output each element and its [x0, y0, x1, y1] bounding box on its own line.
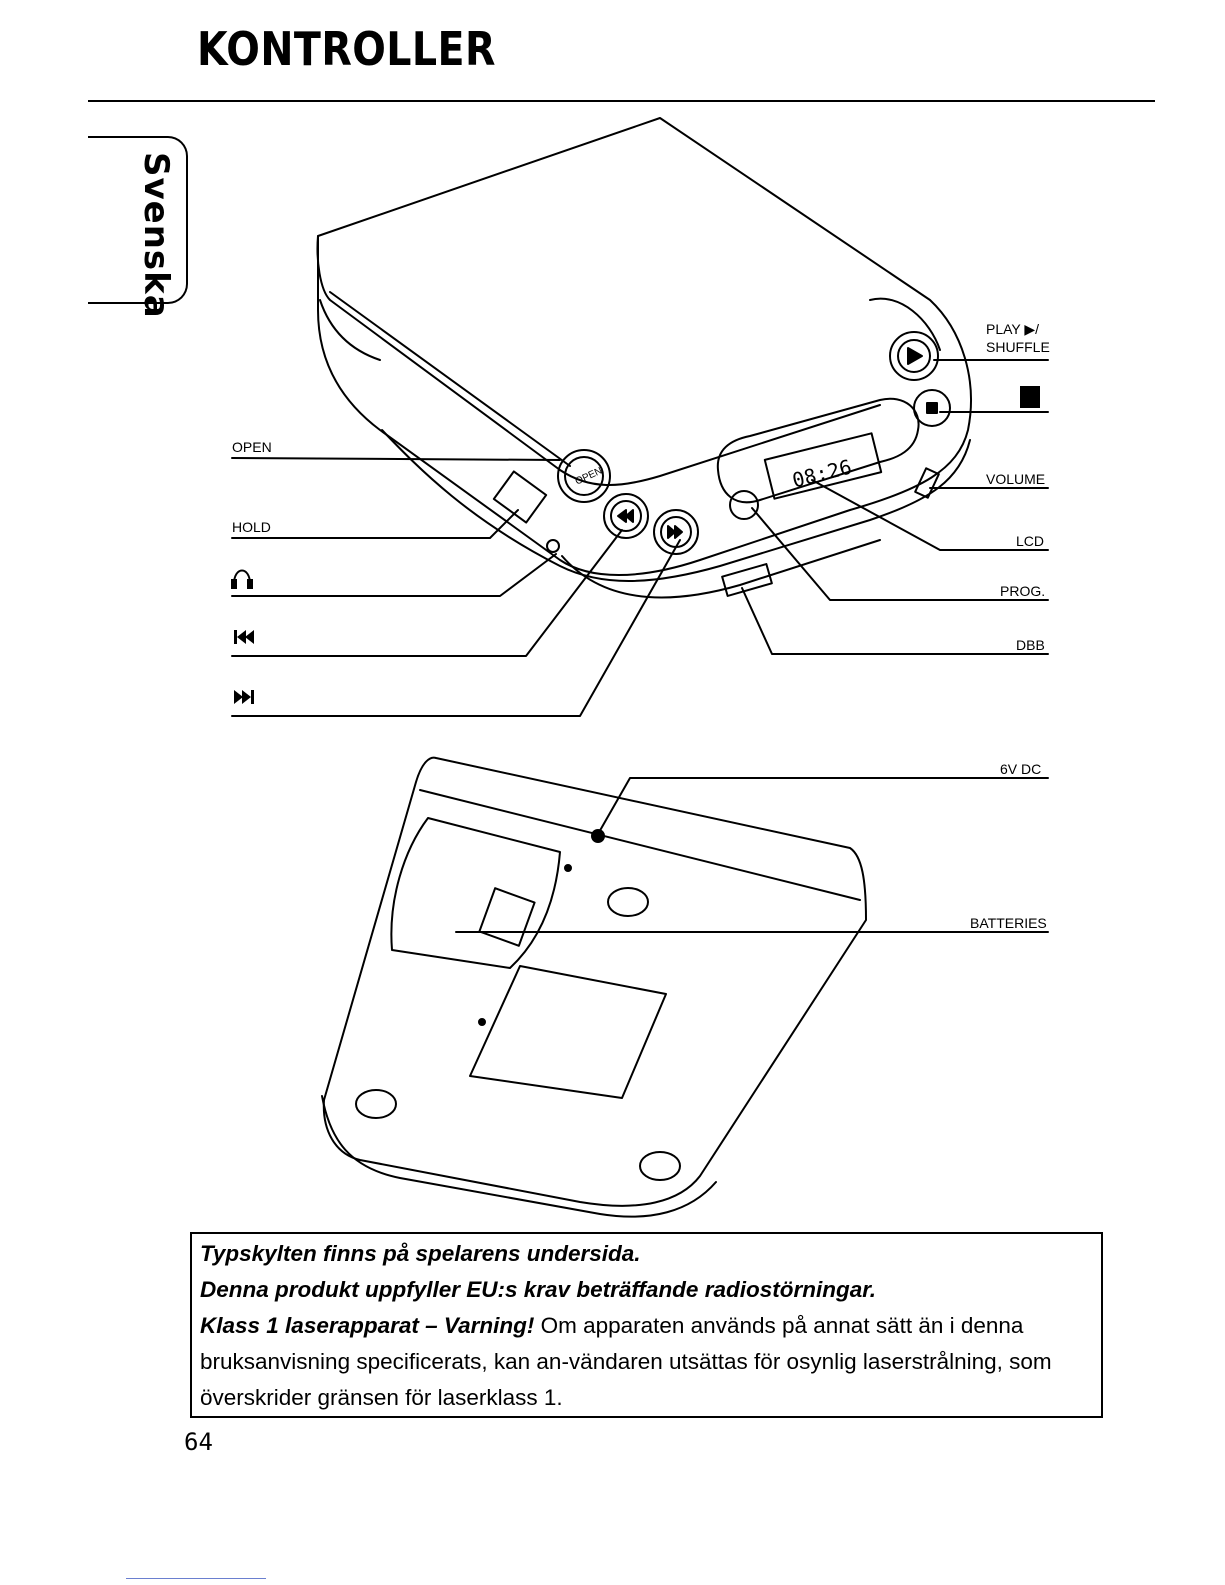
dbb-switch[interactable]: [721, 563, 773, 597]
volume-wheel[interactable]: [914, 467, 940, 499]
label-prog: PROG.: [1000, 583, 1045, 599]
title-rule: [88, 100, 1155, 102]
play-shuffle-button[interactable]: [889, 331, 939, 381]
label-volume: VOLUME: [986, 471, 1045, 487]
notice-laser-text: Om apparaten används på annat sätt än i …: [200, 1313, 1052, 1410]
label-play: PLAY ▶/: [986, 321, 1039, 337]
notice-laser-class: Klass 1 laserapparat – Varning!: [200, 1313, 535, 1338]
safety-notice: Typskylten finns på spelarens undersida.…: [190, 1232, 1103, 1418]
stop-icon: [1020, 386, 1040, 408]
label-hold: HOLD: [232, 519, 271, 535]
headphones-icon: [231, 569, 253, 589]
page-title: KONTROLLER: [197, 22, 496, 76]
language-tab-label: Svenska: [136, 152, 176, 319]
label-lcd: LCD: [1016, 533, 1044, 549]
label-dbb: DBB: [1016, 637, 1045, 653]
language-tab: Svenska: [88, 136, 188, 319]
player-bottom-view: [321, 756, 1049, 1218]
page-number: 64: [184, 1428, 213, 1456]
notice-eu-compliance: Denna produkt uppfyller EU:s krav beträf…: [200, 1277, 876, 1302]
label-batteries: BATTERIES: [970, 915, 1047, 931]
dc-socket: [591, 829, 605, 843]
hold-switch[interactable]: [492, 470, 548, 524]
scan-artifact: [126, 1578, 266, 1579]
label-shuffle: SHUFFLE: [986, 339, 1050, 355]
label-open: OPEN: [232, 439, 272, 455]
player-top-view: 08:26 OPEN: [231, 117, 1049, 717]
prog-button[interactable]: [729, 490, 759, 520]
previous-track-icon: [234, 630, 254, 644]
notice-laser-warning: Klass 1 laserapparat – Varning! Om appar…: [200, 1308, 1093, 1416]
open-button[interactable]: OPEN: [557, 449, 611, 503]
headphone-jack[interactable]: [546, 539, 560, 553]
notice-type-plate: Typskylten finns på spelarens undersida.: [200, 1241, 641, 1266]
next-track-button[interactable]: [653, 509, 699, 555]
next-track-icon: [234, 690, 254, 704]
stop-button[interactable]: [913, 389, 951, 427]
previous-track-button[interactable]: [603, 493, 649, 539]
label-dc: 6V DC: [1000, 761, 1041, 777]
